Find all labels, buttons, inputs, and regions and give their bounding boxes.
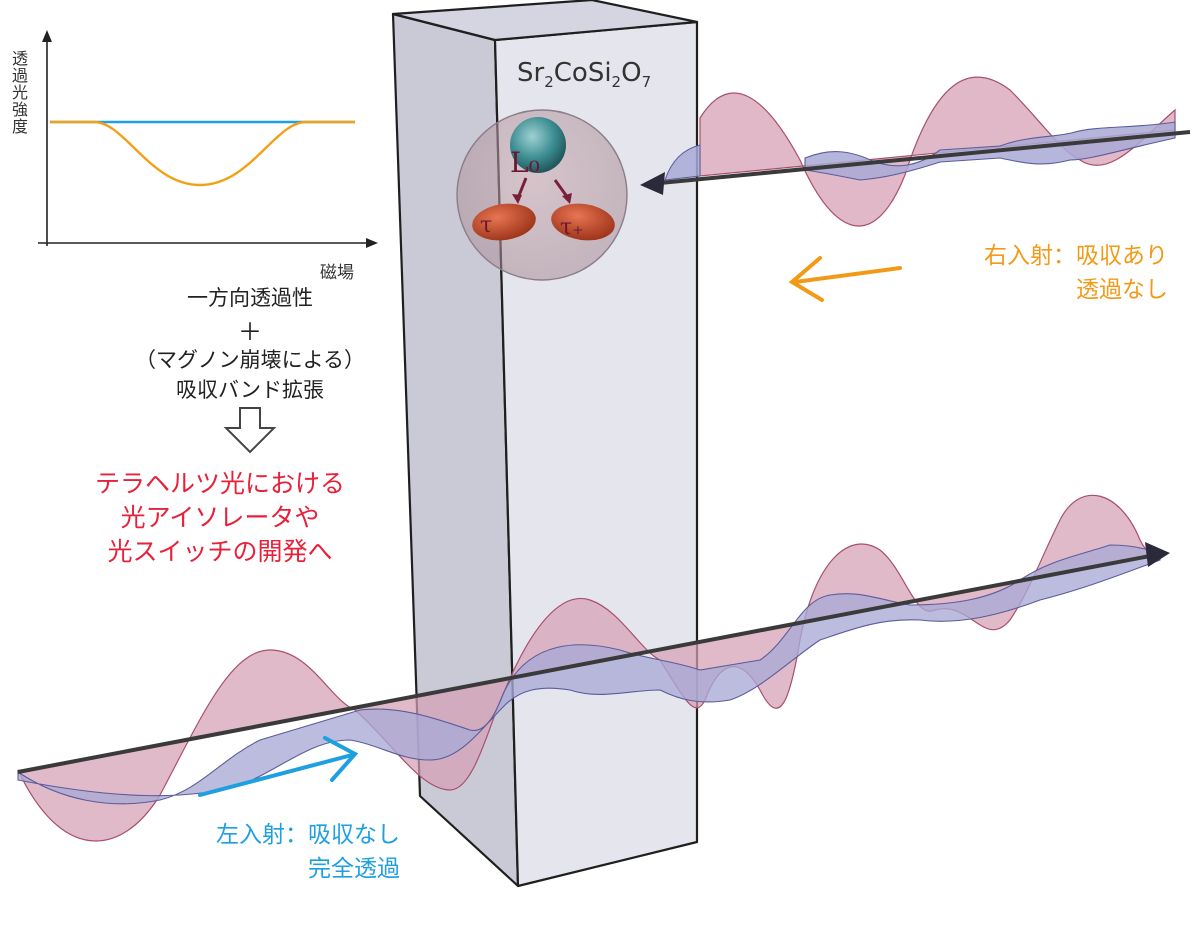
left-wave-axis [17, 554, 1151, 774]
graph-y-arrowhead [42, 30, 52, 42]
right-incidence-label: 右入射：吸収あり 透過なし [928, 236, 1168, 304]
orbital-left [472, 203, 536, 241]
application-line-3: 光スイッチの開発へ [107, 537, 333, 566]
graph-x-arrowhead [366, 238, 378, 248]
right-incidence-line-1: 右入射：吸収あり [984, 243, 1168, 269]
orbital-illustration: L₀ τ τ₊ [456, 109, 628, 281]
transmission-graph [38, 30, 378, 248]
right-wave-axis [659, 130, 1191, 185]
left-incidence-label: 左入射：吸収なし 完全透過 [140, 815, 400, 883]
left-incidence-line-2: 完全透過 [308, 856, 400, 882]
graph-y-label: 透過光強度 [9, 50, 28, 135]
block-top-face [391, 0, 699, 42]
application-line-1: テラヘルツ光における [94, 469, 345, 498]
graph-x-label: 磁場 [320, 263, 354, 283]
application-line-2: 光アイソレータや [120, 503, 320, 532]
right-wave-arrowhead [640, 172, 665, 195]
application-text-block: テラヘルツ光における 光アイソレータや 光スイッチの開発へ [0, 464, 440, 566]
orbital-label-left: τ [480, 213, 492, 238]
left-wave-pink [17, 494, 1161, 842]
left-incidence-arrow [198, 736, 359, 797]
orbital-right [551, 203, 615, 241]
right-incidence-arrow [788, 256, 902, 302]
material-formula: Sr2CoSi2O7 [517, 58, 652, 92]
right-incident-wave [640, 76, 1191, 227]
cobalt-ion [510, 117, 566, 173]
right-transmission-curve [50, 120, 355, 187]
effect-line-1: 一方向透過性 [187, 286, 313, 310]
down-arrow-icon [223, 407, 277, 454]
orbital-label-top: L₀ [510, 146, 540, 179]
orbital-link-left [516, 177, 528, 199]
left-incident-wave [17, 494, 1170, 842]
left-wave-arrowhead [1145, 542, 1170, 567]
effect-plus: ＋ [238, 318, 262, 346]
effect-line-3: （マグノン崩壊による） [135, 348, 365, 372]
left-incidence-line-1: 左入射：吸収なし [216, 822, 400, 848]
right-incidence-line-2: 透過なし [1076, 277, 1168, 303]
orbital-label-right: τ₊ [560, 215, 584, 240]
effect-line-4: 吸収バンド拡張 [175, 378, 325, 402]
effect-text-block: 一方向透過性 ＋ （マグノン崩壊による） 吸収バンド拡張 [0, 282, 500, 456]
